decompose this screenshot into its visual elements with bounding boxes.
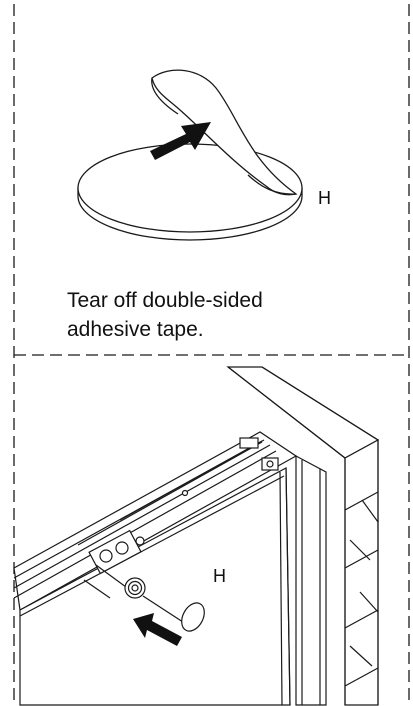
arrow-icon — [133, 613, 182, 646]
instruction-line-1: Tear off double-sided — [67, 289, 263, 312]
bumper-pad — [124, 577, 205, 632]
frame-assembly — [13, 366, 380, 706]
adhesive-pad — [77, 69, 303, 241]
part-label-top: H — [318, 188, 331, 208]
instruction-line-2: adhesive tape. — [67, 318, 204, 341]
part-label-bottom: H — [213, 566, 226, 586]
instruction-text: Tear off double-sided adhesive tape. — [67, 286, 387, 344]
arrow-icon — [150, 122, 211, 160]
